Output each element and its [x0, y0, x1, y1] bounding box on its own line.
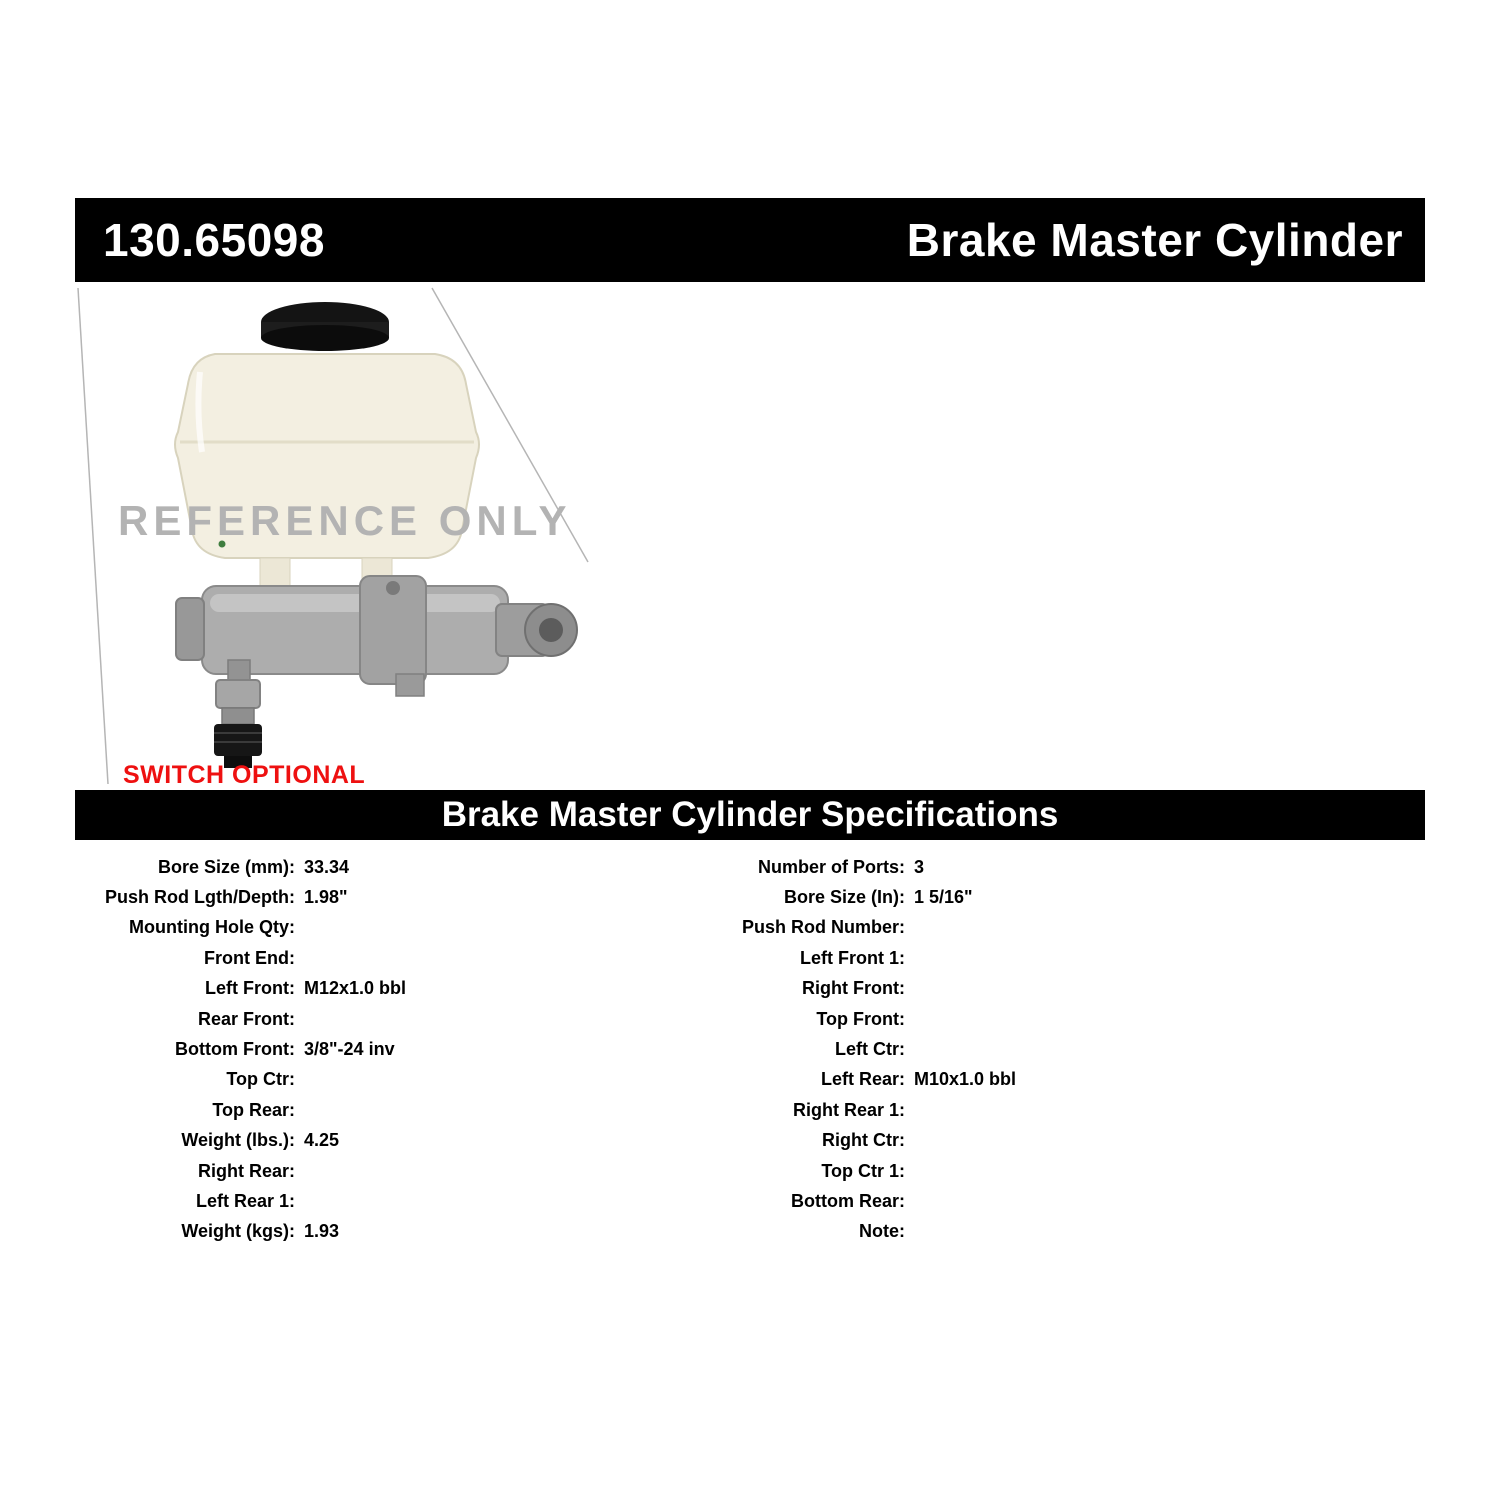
- specs-title: Brake Master Cylinder Specifications: [441, 795, 1059, 834]
- spec-row: Number of Ports: 3: [718, 852, 1363, 882]
- spec-label: Front End:: [204, 947, 295, 968]
- spec-row: Bore Size (mm): 33.34: [75, 852, 720, 882]
- spec-row: Push Rod Number:: [718, 913, 1363, 943]
- spec-label: Left Ctr:: [835, 1039, 905, 1060]
- master-cylinder-illustration: [174, 302, 578, 768]
- spec-label: Right Rear 1:: [792, 1099, 905, 1120]
- spec-label: Push Rod Number:: [741, 917, 905, 938]
- spec-row: Right Rear 1:: [718, 1095, 1363, 1125]
- spec-label: Bore Size (In):: [783, 887, 905, 908]
- spec-label: Number of Ports:: [757, 856, 905, 877]
- spec-label: Left Front 1:: [800, 947, 905, 968]
- reservoir-body: [174, 353, 480, 559]
- spec-value: 1 5/16": [914, 887, 973, 908]
- spec-label: Top Ctr 1:: [821, 1160, 905, 1181]
- spec-row: Bore Size (In): 1 5/16": [718, 882, 1363, 912]
- spec-row: Mounting Hole Qty:: [75, 913, 720, 943]
- spec-label: Right Ctr:: [822, 1130, 905, 1151]
- spec-row: Rear Front:: [75, 1004, 720, 1034]
- spec-label: Note:: [859, 1221, 905, 1242]
- spec-label: Top Ctr:: [226, 1069, 295, 1090]
- spec-label: Weight (kgs):: [181, 1221, 295, 1242]
- spec-label: Bottom Rear:: [790, 1190, 905, 1211]
- spec-value: 4.25: [304, 1130, 340, 1151]
- spec-value: 3/8"-24 inv: [304, 1039, 395, 1060]
- callout-lines: [77, 287, 589, 785]
- spec-row: Right Rear:: [75, 1156, 720, 1186]
- spec-label: Left Rear 1:: [195, 1190, 295, 1211]
- spec-label: Top Front:: [816, 1008, 905, 1029]
- watermark-text: REFERENCE ONLY: [118, 497, 572, 544]
- spec-row: Left Ctr:: [718, 1034, 1363, 1064]
- header-bar: 130.65098 Brake Master Cylinder: [75, 198, 1425, 282]
- spec-row: Top Ctr 1:: [718, 1156, 1363, 1186]
- spec-row: Front End:: [75, 943, 720, 973]
- spec-value: 1.93: [304, 1221, 340, 1242]
- spec-value: M10x1.0 bbl: [914, 1069, 1017, 1090]
- spec-row: Left Rear 1:: [75, 1186, 720, 1216]
- spec-label: Bottom Front:: [175, 1039, 295, 1060]
- spec-label: Bore Size (mm):: [157, 856, 295, 877]
- spec-label: Top Rear:: [212, 1099, 295, 1120]
- spec-row: Left Front: M12x1.0 bbl: [75, 974, 720, 1004]
- spec-row: Weight (lbs.): 4.25: [75, 1126, 720, 1156]
- spec-row: Push Rod Lgth/Depth: 1.98": [75, 882, 720, 912]
- port-fitting: [215, 679, 261, 709]
- spec-value: 1.98": [304, 887, 348, 908]
- spec-row: Bottom Front: 3/8"-24 inv: [75, 1034, 720, 1064]
- spec-row: Bottom Rear:: [718, 1186, 1363, 1216]
- spec-label: Push Rod Lgth/Depth:: [105, 887, 295, 908]
- spec-row: Weight (kgs): 1.93: [75, 1217, 720, 1247]
- specs-title-bar: Brake Master Cylinder Specifications: [75, 790, 1425, 840]
- switch-connector: [214, 724, 262, 756]
- spec-value: 33.34: [304, 856, 350, 877]
- spec-row: Left Rear: M10x1.0 bbl: [718, 1065, 1363, 1095]
- spec-row: Top Rear:: [75, 1095, 720, 1125]
- spec-label: Rear Front:: [197, 1008, 295, 1029]
- spec-value: M12x1.0 bbl: [304, 978, 407, 999]
- spec-label: Right Front:: [802, 978, 905, 999]
- spec-row: Top Ctr:: [75, 1065, 720, 1095]
- spec-label: Mounting Hole Qty:: [129, 917, 295, 938]
- spec-row: Top Front:: [718, 1004, 1363, 1034]
- spec-row: Right Ctr:: [718, 1126, 1363, 1156]
- switch-optional-note: SWITCH OPTIONAL: [123, 761, 366, 789]
- spec-label: Right Rear:: [197, 1160, 295, 1181]
- spec-row: Note:: [718, 1217, 1363, 1247]
- spec-label: Weight (lbs.):: [181, 1130, 295, 1151]
- part-number: 130.65098: [103, 214, 325, 266]
- spec-row: Right Front:: [718, 974, 1363, 1004]
- spec-label: Left Rear:: [820, 1069, 905, 1090]
- spec-value: 3: [914, 856, 925, 877]
- product-title: Brake Master Cylinder: [906, 214, 1403, 266]
- spec-label: Left Front:: [205, 978, 295, 999]
- spec-row: Left Front 1:: [718, 943, 1363, 973]
